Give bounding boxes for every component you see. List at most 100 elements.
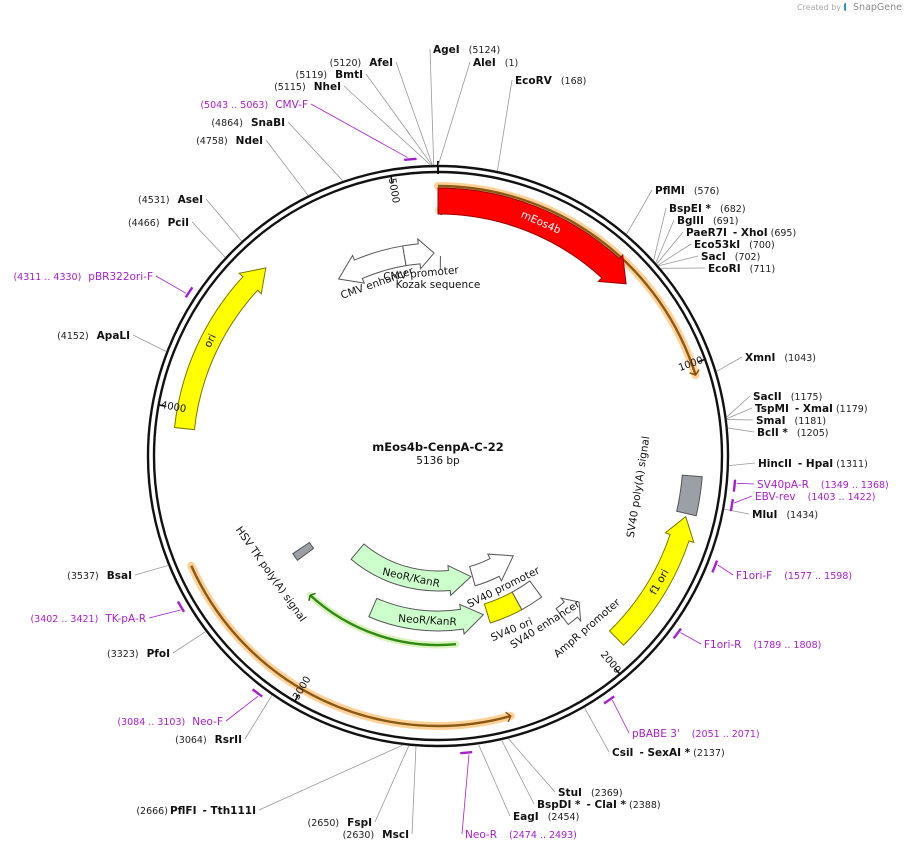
- site-leader-lines: [132, 48, 756, 835]
- site-line-15: [728, 462, 756, 467]
- site-name: AseI: [178, 194, 203, 206]
- site-name: BspDI *- ClaI *: [537, 799, 627, 811]
- primer-mark: [176, 600, 186, 613]
- primer-neof: Neo-F(3084 .. 3103): [117, 688, 263, 728]
- primer-tkpar: TK-pA-R (3402 .. 3421): [30, 600, 186, 625]
- site-name: ApaLI: [97, 330, 130, 342]
- tick-mark-3000: [293, 694, 300, 703]
- site-position: (2388): [629, 800, 661, 811]
- site-name: EcoRI: [708, 263, 741, 275]
- site-position: (682): [720, 204, 746, 215]
- site-name: Eco53kI: [694, 239, 740, 251]
- site-line-7: [657, 243, 692, 266]
- site-name: BglII: [677, 215, 704, 227]
- site-stui: StuI(2369): [558, 787, 623, 799]
- site-xmni: XmnI(1043): [745, 352, 816, 364]
- site-name: PflMI: [655, 185, 685, 197]
- site-line-5: [655, 219, 675, 264]
- site-line-25: [172, 631, 207, 654]
- green-arc-1: [309, 594, 457, 647]
- tick-label-4000: 4000: [160, 400, 187, 415]
- tick-mark-1000: [698, 358, 707, 363]
- site-pfoi: PfoI(3323): [107, 648, 170, 660]
- site-name: MluI: [752, 509, 777, 521]
- site-nhei: NheI(5115): [274, 81, 341, 93]
- primer-mark: [672, 627, 682, 640]
- primer-range: (1349 .. 1368): [821, 480, 889, 491]
- site-line-3: [626, 189, 653, 235]
- primer-mark: [732, 479, 737, 492]
- primer-name: pBABE 3': [632, 728, 680, 740]
- primer-name: Neo-F: [192, 716, 223, 728]
- primer-name: pBR322ori-F: [88, 271, 153, 283]
- site-position: (2650): [308, 818, 340, 829]
- site-sacii: SacII(1175): [753, 391, 822, 403]
- tick-label-5000: 5000: [386, 177, 401, 204]
- site-eagi: EagI(2454): [513, 811, 579, 823]
- site-name: XmnI: [745, 352, 775, 364]
- feature-shape-f-neo1: [368, 597, 485, 636]
- primer-range: (3402 .. 3421): [30, 614, 98, 625]
- feature-shape-f-neo2: [350, 543, 472, 597]
- site-line-12: [726, 407, 753, 420]
- site-name-suffix: - XmaI: [795, 403, 833, 415]
- site-snabi: SnaBI (4864): [211, 117, 285, 129]
- site-position: (168): [561, 76, 587, 87]
- site-csii: CsiI- SexAI *(2137): [612, 747, 725, 759]
- primer-line: [680, 632, 702, 645]
- feature-shape-f-ampr: [555, 597, 582, 626]
- site-position: (5115): [274, 82, 306, 93]
- site-line-24: [244, 694, 273, 740]
- site-bsai: BsaI(3537): [67, 570, 132, 582]
- site-line-2: [496, 79, 513, 172]
- site-pflmi: PflMI (576): [655, 185, 719, 197]
- plasmid-center-label: mEos4b-CenpA-C-22 5136 bp: [372, 440, 503, 467]
- feature-f-neo1: NeoR/KanR: [368, 597, 485, 636]
- primer-line: [148, 609, 181, 619]
- site-name: NdeI: [236, 135, 263, 147]
- orange-arc-line-1-head: [505, 711, 512, 723]
- site-line-33: [365, 73, 433, 166]
- primer-line: [736, 482, 755, 485]
- site-position: (2369): [591, 788, 623, 799]
- site-position: (695): [771, 228, 797, 239]
- site-position: (576): [694, 186, 720, 197]
- site-name: SnaBI: [251, 117, 285, 129]
- feature-label-f-ori: ori: [202, 332, 219, 350]
- site-name: EcoRV: [515, 75, 553, 87]
- site-name: SacI: [701, 251, 726, 263]
- primer-mark: [460, 750, 473, 755]
- primer-name: TK-pA-R: [104, 613, 146, 625]
- site-position: (4864): [211, 118, 243, 129]
- primer-pbr322orif: pBR322ori-F (4311 .. 4330): [13, 271, 194, 298]
- site-name: RsrII: [215, 734, 242, 746]
- site-line-19: [501, 739, 535, 805]
- site-line-23: [258, 744, 404, 811]
- site-smai: SmaI(1181): [756, 415, 826, 427]
- primer-mark: [251, 688, 263, 698]
- site-position: (3323): [107, 649, 139, 660]
- orange-arc-line-1: [190, 565, 512, 728]
- site-pcii: PciI(4466): [128, 217, 189, 229]
- site-position: (700): [749, 240, 775, 251]
- primer-range: (4311 .. 4330): [13, 272, 81, 283]
- site-line-13: [726, 419, 754, 421]
- primer-mark: [603, 695, 615, 705]
- site-name: BclI *: [757, 427, 788, 439]
- site-line-16: [724, 508, 750, 515]
- site-position: (4466): [128, 218, 160, 229]
- site-position: (2137): [693, 748, 725, 759]
- feature-label-f-hsvtk: HSV TK poly(A) signal: [233, 524, 308, 624]
- site-position: (4152): [57, 331, 89, 342]
- site-paer7i: PaeR7I- XhoI(695): [686, 227, 796, 239]
- site-ndei: NdeI(4758): [196, 135, 263, 147]
- site-line-14: [727, 427, 755, 433]
- site-eco53ki: Eco53kI (700): [694, 239, 775, 251]
- feature-shape-f-hsvtk: [292, 541, 315, 562]
- green-arc-head-1: [308, 592, 316, 601]
- created-by-text: Created by: [797, 3, 842, 12]
- site-position: (702): [735, 252, 761, 263]
- site-position: (1): [505, 58, 518, 69]
- primer-ebvrev: EBV-rev(1403 .. 1422): [729, 491, 875, 512]
